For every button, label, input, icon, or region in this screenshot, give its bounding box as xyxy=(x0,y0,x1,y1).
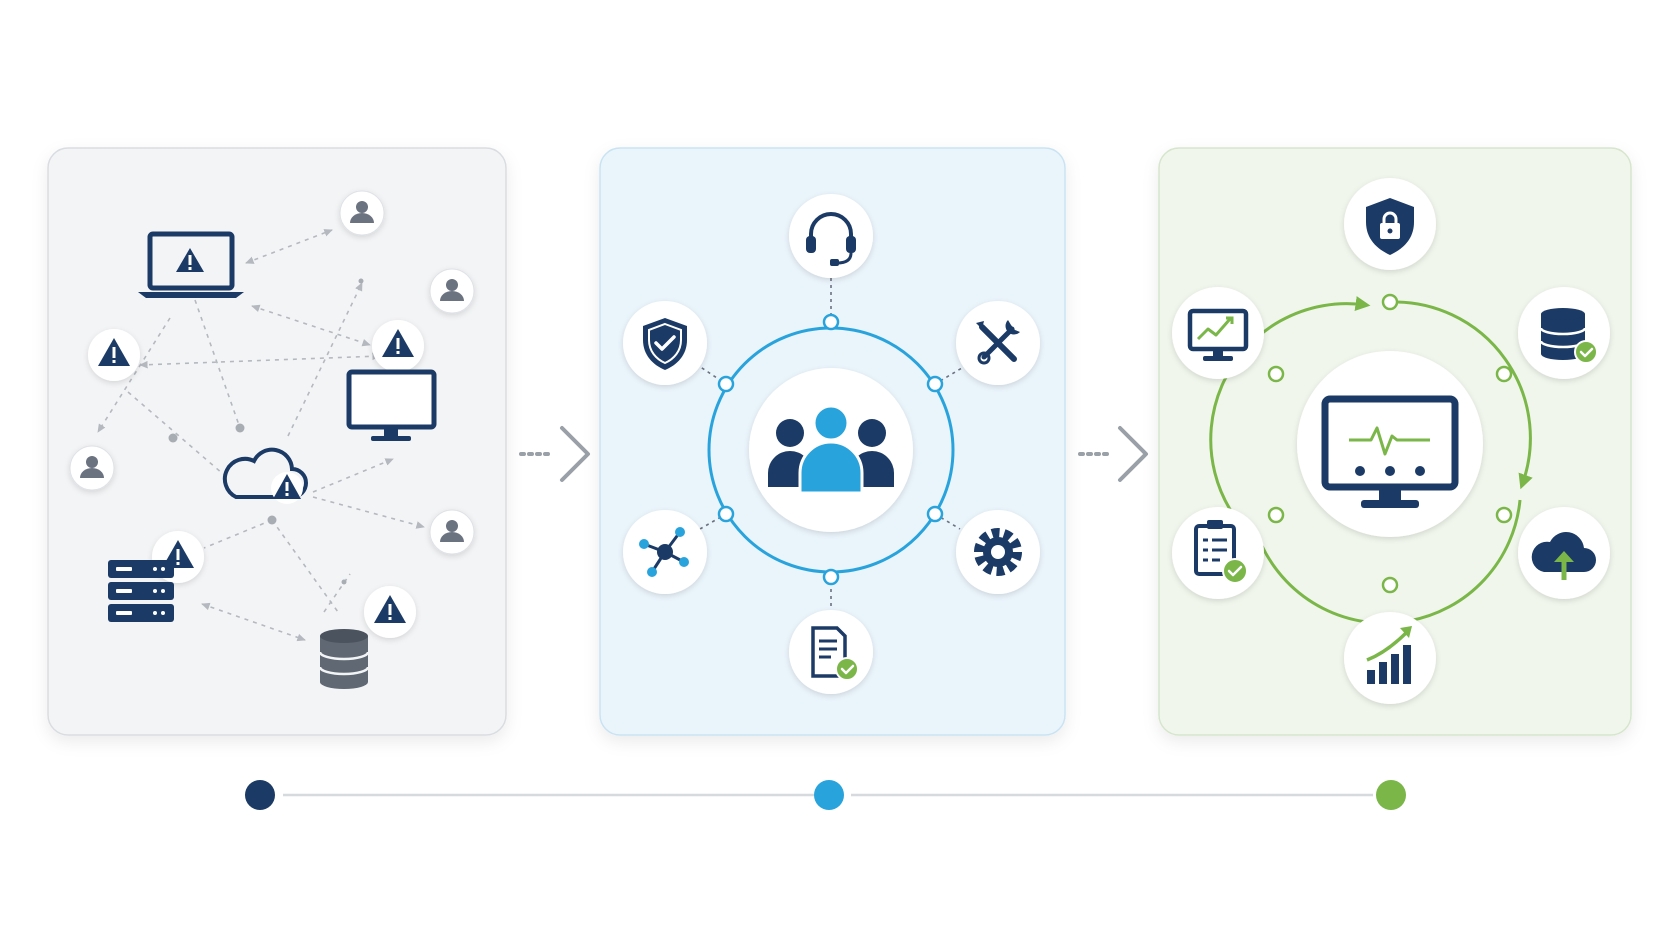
checklist-icon xyxy=(1172,507,1264,599)
warning-icon xyxy=(372,320,424,372)
warning-icon xyxy=(364,586,416,638)
warning-icon xyxy=(88,329,140,381)
growth-chart-icon xyxy=(1344,612,1436,704)
headset-icon xyxy=(789,194,873,278)
ring-nodes xyxy=(1267,293,1513,594)
panel-centralized xyxy=(599,147,1066,736)
desktop-monitor-icon xyxy=(346,369,437,441)
user-icon xyxy=(339,190,385,236)
gear-icon xyxy=(956,510,1040,594)
user-icon xyxy=(429,268,475,314)
analytics-monitor-icon xyxy=(1172,287,1264,379)
cloud-upload-icon xyxy=(1518,507,1610,599)
database-icon xyxy=(318,629,370,689)
team-icon xyxy=(749,368,913,532)
transition-arrow xyxy=(519,426,590,482)
shield-check-icon xyxy=(623,301,707,385)
document-check-icon xyxy=(789,610,873,694)
timeline-step-1 xyxy=(245,780,275,810)
network-nodes-icon xyxy=(623,510,707,594)
server-rack-icon xyxy=(108,560,174,622)
user-icon xyxy=(69,445,115,491)
shield-lock-icon xyxy=(1344,178,1436,270)
timeline-step-2 xyxy=(814,780,844,810)
laptop-warning-icon xyxy=(138,231,244,298)
progress-timeline xyxy=(245,780,1406,810)
database-check-icon xyxy=(1518,287,1610,379)
panel-fragmented xyxy=(47,147,507,736)
cloud-warning-icon xyxy=(222,447,308,504)
user-icon xyxy=(429,509,475,555)
ring-nodes xyxy=(717,313,944,586)
timeline-step-3 xyxy=(1376,780,1406,810)
panel-optimized xyxy=(1158,147,1632,736)
transition-arrow xyxy=(1078,426,1148,482)
junction-dots xyxy=(168,278,364,585)
tools-icon xyxy=(956,301,1040,385)
monitor-heartbeat-icon xyxy=(1297,351,1483,537)
